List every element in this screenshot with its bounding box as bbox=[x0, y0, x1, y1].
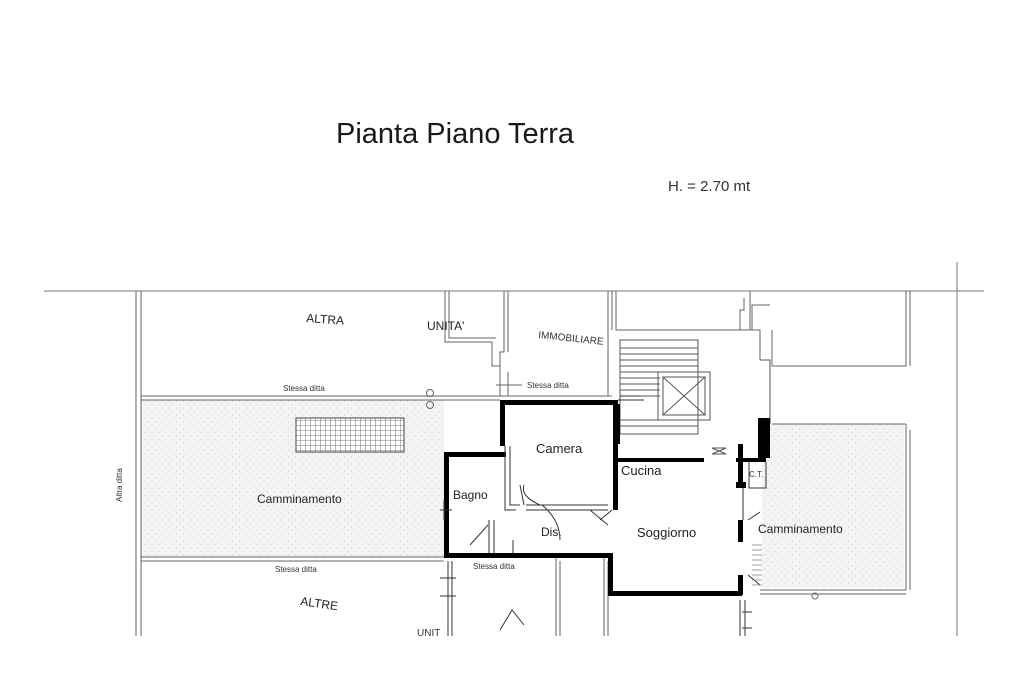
note-ct: C.T. bbox=[749, 470, 763, 479]
neighbour-label-altre: ALTRE bbox=[300, 594, 339, 613]
note-stessa-ditta-3: Stessa ditta bbox=[275, 565, 317, 574]
note-stessa-ditta-4: Stessa ditta bbox=[473, 562, 515, 571]
note-stessa-ditta-1: Stessa ditta bbox=[283, 384, 325, 393]
neighbour-label-immobiliare: IMMOBILIARE bbox=[538, 330, 605, 348]
stairwell bbox=[619, 339, 771, 455]
interior-lines bbox=[440, 395, 767, 636]
note-altra-ditta: Altra ditta bbox=[115, 468, 124, 502]
room-label-camminamento-right: Camminamento bbox=[758, 522, 843, 536]
right-walkway-area bbox=[762, 424, 904, 588]
neighbour-label-altra: ALTRA bbox=[306, 311, 345, 328]
room-label-dis: Dis. bbox=[541, 525, 562, 539]
neighbour-label-unita: UNITA' bbox=[427, 319, 464, 333]
room-label-camminamento-left: Camminamento bbox=[257, 492, 342, 506]
room-label-soggiorno: Soggiorno bbox=[637, 525, 696, 540]
height-note: H. = 2.70 mt bbox=[668, 178, 751, 195]
page-title: Pianta Piano Terra bbox=[336, 118, 575, 150]
apartment-walls bbox=[444, 400, 770, 596]
room-label-camera: Camera bbox=[536, 441, 583, 456]
room-label-bagno: Bagno bbox=[453, 488, 488, 502]
neighbour-label-unita-bottom: UNIT bbox=[417, 628, 440, 639]
grid-block bbox=[295, 417, 405, 453]
note-stessa-ditta-2: Stessa ditta bbox=[527, 381, 569, 390]
hatch-strip bbox=[752, 544, 762, 586]
room-label-cucina: Cucina bbox=[621, 463, 662, 478]
